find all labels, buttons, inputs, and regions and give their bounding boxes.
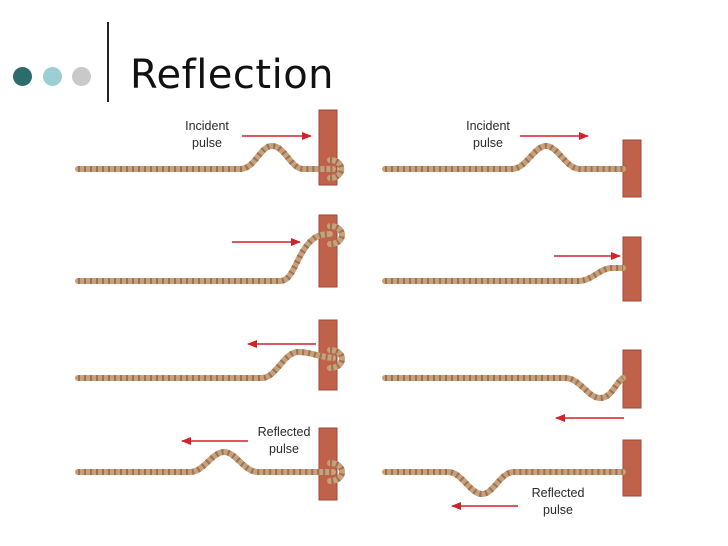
- wall-left-1: [318, 109, 338, 186]
- rope-right-4: [382, 469, 626, 498]
- rope-right-1: [382, 142, 626, 172]
- reflected-label-right: Reflected pulse: [531, 486, 585, 517]
- incident-label-left: Incident pulse: [185, 119, 229, 150]
- rope-twist: [385, 142, 623, 172]
- rope-left-1: [75, 142, 345, 181]
- rope-twist: [385, 265, 623, 284]
- rope-left-3: [75, 347, 345, 381]
- title-divider: [107, 22, 109, 102]
- nav-dot-1: [13, 67, 32, 86]
- reflected-label-left: Reflected pulse: [257, 425, 311, 456]
- rope-right-2: [382, 265, 626, 284]
- rope-twist: [78, 448, 333, 475]
- incident-label-right: Incident pulse: [466, 119, 510, 150]
- rope-twist: [78, 231, 331, 284]
- wall-right-4: [622, 439, 642, 497]
- rope-twist: [78, 348, 334, 381]
- slide-title: Reflection: [130, 52, 335, 98]
- rope-left-2: [75, 223, 345, 284]
- rope-right-3: [382, 375, 626, 402]
- nav-dot-3: [72, 67, 91, 86]
- nav-dot-2: [43, 67, 62, 86]
- rope-twist: [78, 142, 333, 172]
- rope-left-4: [75, 448, 345, 484]
